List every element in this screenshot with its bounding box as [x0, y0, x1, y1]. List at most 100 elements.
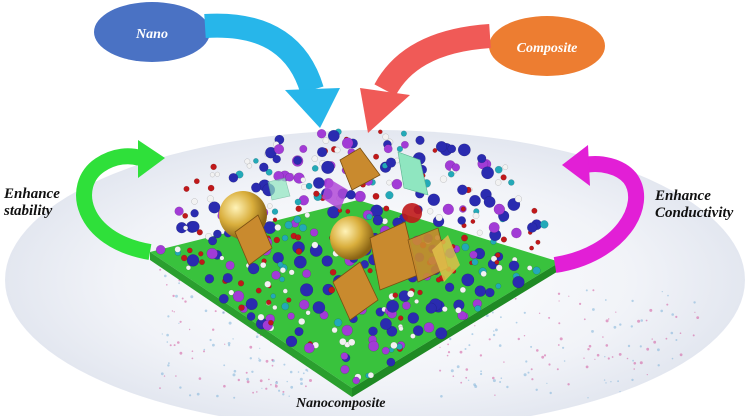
particle	[277, 261, 284, 268]
particle	[392, 292, 399, 299]
particle	[247, 262, 260, 275]
particle	[213, 229, 222, 239]
speckle	[270, 383, 272, 386]
speckle	[251, 370, 254, 373]
particle	[469, 194, 481, 207]
particle	[295, 248, 303, 255]
particle	[288, 269, 295, 276]
speckle	[594, 358, 596, 360]
speckle	[460, 381, 463, 384]
speckle	[637, 319, 641, 323]
particle	[265, 168, 273, 176]
particle	[383, 205, 390, 212]
particle	[228, 172, 239, 183]
particle	[299, 223, 307, 232]
particle	[377, 129, 383, 135]
particle	[180, 254, 188, 262]
speckle	[456, 365, 460, 369]
speckle	[188, 328, 191, 331]
particle	[414, 298, 419, 304]
speckle	[494, 394, 496, 396]
particle	[495, 283, 502, 289]
particle	[461, 243, 470, 252]
nano-arrowhead	[285, 88, 340, 128]
particle	[293, 255, 307, 269]
speckle	[233, 396, 236, 399]
particle	[155, 244, 166, 255]
enhance-conductivity-line2: Conductivity	[655, 205, 734, 222]
speckle	[159, 268, 162, 271]
speckle	[288, 395, 290, 397]
speckle	[493, 330, 495, 332]
speckle	[617, 380, 619, 383]
particle	[238, 304, 245, 311]
particle	[183, 225, 189, 231]
particle	[327, 129, 340, 142]
particle	[293, 156, 302, 165]
particle	[208, 236, 218, 246]
particle	[204, 274, 215, 284]
particle	[298, 318, 306, 326]
particle	[425, 302, 437, 314]
particle	[207, 184, 215, 192]
speckle	[603, 379, 606, 381]
particle	[272, 305, 278, 311]
speckle	[245, 371, 248, 374]
particle	[469, 250, 478, 259]
composite-arrow	[374, 24, 491, 97]
particle	[266, 203, 273, 209]
speckle	[177, 341, 180, 344]
speckle	[694, 311, 696, 313]
particle	[390, 341, 398, 350]
particle	[295, 234, 302, 241]
particle	[366, 213, 373, 221]
particle	[339, 338, 347, 346]
speckle	[666, 303, 669, 306]
particle	[257, 313, 265, 321]
speckle	[249, 345, 253, 349]
particle	[260, 262, 267, 269]
speckle	[488, 338, 491, 341]
speckle	[173, 344, 176, 347]
speckle	[209, 338, 212, 342]
particle	[340, 352, 349, 360]
particle	[237, 280, 245, 287]
particle	[281, 302, 290, 311]
particle	[367, 372, 375, 379]
speckle	[480, 372, 483, 376]
speckle	[449, 337, 452, 341]
particle	[398, 326, 404, 332]
particle	[246, 163, 253, 169]
speckle	[506, 385, 509, 389]
particle	[199, 259, 205, 265]
particle	[508, 179, 515, 186]
particle	[441, 306, 448, 312]
particle	[182, 212, 189, 219]
nano-oval	[94, 2, 210, 62]
speckle	[546, 382, 548, 384]
speckle	[468, 344, 471, 347]
particle	[311, 241, 319, 249]
speckle	[228, 344, 231, 347]
particle	[459, 286, 467, 294]
speckle	[161, 333, 163, 335]
particle	[472, 212, 480, 219]
speckle	[568, 295, 570, 297]
particle	[439, 175, 448, 183]
particle	[367, 268, 373, 274]
particle	[481, 166, 494, 180]
particle	[495, 264, 503, 272]
particle	[427, 208, 434, 215]
particle	[354, 190, 366, 203]
particle	[474, 304, 482, 312]
speckle	[692, 334, 695, 337]
particle	[285, 335, 298, 348]
particle	[500, 236, 508, 243]
particle	[341, 324, 353, 336]
particle	[477, 153, 487, 164]
speckle	[228, 321, 232, 325]
speckle	[278, 389, 281, 392]
particle	[400, 140, 409, 149]
speckle	[558, 300, 560, 302]
speckle	[232, 338, 234, 340]
